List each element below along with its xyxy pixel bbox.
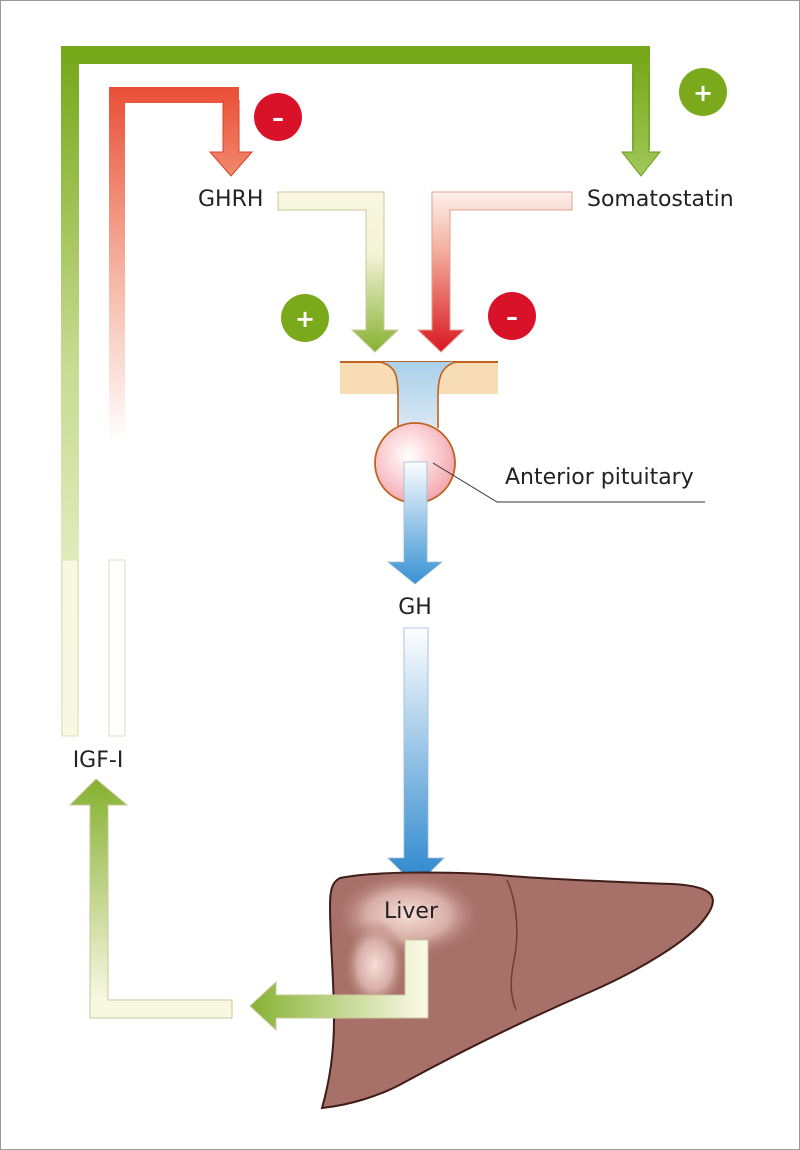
minus-icon: – bbox=[506, 303, 518, 331]
ghrh-stimulation-arrow bbox=[277, 191, 400, 353]
anterior-pituitary-label: Anterior pituitary bbox=[505, 465, 694, 490]
feedback-tails bbox=[61, 300, 126, 737]
liver-to-igf-arrow bbox=[68, 778, 429, 1032]
gh-label: GH bbox=[398, 595, 432, 620]
somatostatin-inhibition-arrow bbox=[416, 191, 573, 353]
liver-lobe-line bbox=[506, 879, 518, 1011]
inhibition-sign-ghrh: – bbox=[254, 93, 302, 141]
plus-icon: + bbox=[693, 79, 713, 107]
stimulation-sign-ghrh: + bbox=[281, 294, 329, 342]
stimulation-sign-somatostatin: + bbox=[679, 68, 727, 116]
pituitary-leader-line bbox=[432, 462, 705, 503]
somatostatin-label: Somatostatin bbox=[587, 187, 734, 212]
gh-release-arrow bbox=[386, 461, 444, 585]
minus-icon: – bbox=[272, 104, 284, 132]
plus-icon: + bbox=[295, 305, 315, 333]
igf1-label: IGF-I bbox=[73, 748, 124, 773]
inhibition-sign-somatostatin: – bbox=[488, 292, 536, 340]
pituitary-stalk bbox=[380, 362, 456, 430]
ghrh-label: GHRH bbox=[198, 187, 263, 212]
pituitary-stalk-region bbox=[340, 361, 498, 430]
liver-label: Liver bbox=[384, 899, 439, 924]
igf-ghrh-feedback-arrow bbox=[109, 87, 254, 735]
